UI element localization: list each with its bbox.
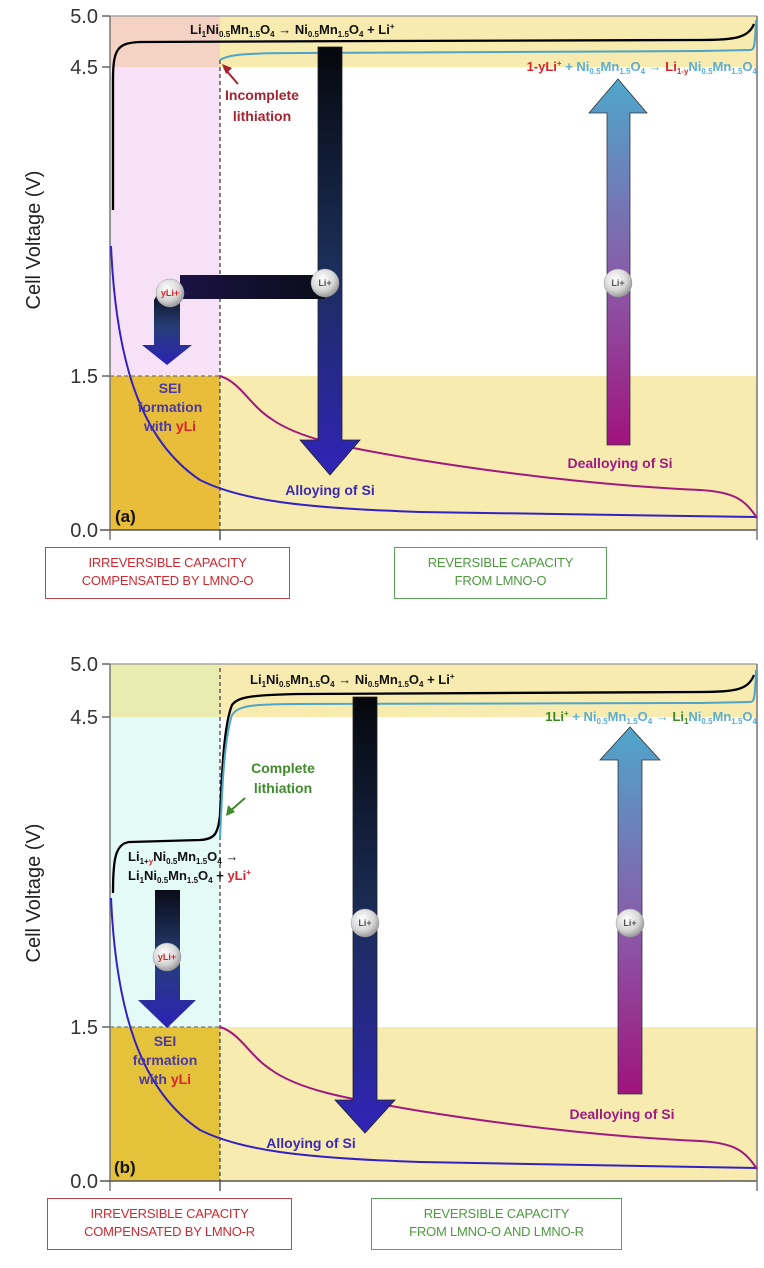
lithiation-label-2: lithiation [254, 780, 312, 796]
lithiation-arrow-head [226, 805, 235, 816]
region-irreversible-high [110, 664, 220, 717]
y-axis-label: Cell Voltage (V) [23, 824, 45, 963]
badge-li-alloy: Li+ [350, 908, 380, 938]
reversible-capacity-line1: REVERSIBLE CAPACITY [427, 555, 574, 570]
dealloying-label: Dealloying of Si [567, 455, 672, 471]
irreversible-capacity-line1: IRREVERSIBLE CAPACITY [90, 1206, 249, 1221]
region-irreversible-low [110, 1027, 220, 1181]
badge-li-alloy: Li+ [310, 268, 340, 298]
sei-label-2: formation [133, 1052, 198, 1068]
reversible-capacity-box-a: REVERSIBLE CAPACITY FROM LMNO-O [394, 547, 607, 599]
yli-connector [180, 275, 325, 299]
equation-bottom: 1Li+ + Ni0.5Mn1.5O4 → Li1Ni0.5Mn1.5O4 [545, 709, 757, 726]
panel-a: 5.0 4.5 1.5 0.0 Cell Voltage (V) Li1Ni0.… [23, 6, 758, 542]
y-tick-label-5: 5.0 [70, 6, 98, 28]
reversible-capacity-line1: REVERSIBLE CAPACITY [423, 1206, 570, 1221]
curve-lmno-charge [111, 23, 756, 210]
irreversible-capacity-box-a: IRREVERSIBLE CAPACITY COMPENSATED BY LMN… [45, 547, 290, 599]
region-reversible-low [220, 1027, 757, 1181]
equation-top: Li1Ni0.5Mn1.5O4 → Ni0.5Mn1.5O4 + Li+ [250, 672, 455, 689]
svg-text:Li+: Li+ [611, 278, 624, 288]
y-tick-label-1.5: 1.5 [70, 1017, 98, 1039]
region-irreversible-low [110, 376, 220, 530]
y-tick-label-5: 5.0 [70, 654, 98, 676]
irreversible-capacity-line2: COMPENSATED BY LMNO-R [84, 1224, 255, 1239]
region-reversible-high [220, 664, 757, 717]
svg-text:Li+: Li+ [358, 918, 371, 928]
region-reversible-low [220, 376, 757, 530]
reversible-capacity-line2: FROM LMNO-O AND LMNO-R [409, 1224, 584, 1239]
reversible-capacity-line2: FROM LMNO-O [454, 573, 547, 588]
equation-plateau-1: Li1+yNi0.5Mn1.5O4 → [128, 849, 238, 866]
svg-text:yLi+: yLi+ [158, 952, 176, 962]
irreversible-capacity-box-b: IRREVERSIBLE CAPACITY COMPENSATED BY LMN… [47, 1198, 292, 1250]
lithiation-label-2: lithiation [233, 108, 291, 124]
y-tick-label-0: 0.0 [70, 1171, 98, 1193]
curve-si-delithiation [219, 1026, 758, 1170]
panel-label: (a) [115, 507, 136, 526]
sei-label-1: SEI [154, 1033, 177, 1049]
badge-li-dealloy: Li+ [603, 268, 633, 298]
sei-label-1: SEI [159, 380, 182, 396]
irreversible-capacity-line1: IRREVERSIBLE CAPACITY [88, 555, 247, 570]
curve-si-delithiation [219, 375, 758, 519]
sei-arrow [142, 290, 192, 365]
y-tick-label-4.5: 4.5 [70, 57, 98, 79]
sei-label-2: formation [138, 399, 203, 415]
reversible-capacity-box-b: REVERSIBLE CAPACITY FROM LMNO-O AND LMNO… [371, 1198, 622, 1250]
dealloying-label: Dealloying of Si [569, 1106, 674, 1122]
equation-plateau-2: Li1Ni0.5Mn1.5O4 + yLi+ [128, 868, 251, 885]
svg-text:Li+: Li+ [623, 918, 636, 928]
badge-yli: yLi+ [152, 942, 182, 972]
sei-label-3: with yLi [143, 418, 196, 434]
lithiation-label-1: Complete [251, 760, 315, 776]
dealloying-arrow [588, 78, 648, 446]
alloying-label: Alloying of Si [285, 482, 374, 498]
alloying-arrow [299, 46, 361, 476]
equation-top: Li1Ni0.5Mn1.5O4 → Ni0.5Mn1.5O4 + Li+ [190, 22, 395, 39]
y-axis-label: Cell Voltage (V) [23, 171, 45, 310]
curve-si-lithiation [110, 897, 758, 1169]
alloying-label: Alloying of Si [266, 1135, 355, 1151]
curve-si-lithiation [110, 245, 758, 518]
panel-b: 5.0 4.5 1.5 0.0 Cell Voltage (V) Li1Ni0.… [23, 654, 758, 1193]
panel-label: (b) [114, 1158, 136, 1177]
lithiation-arrow-head [222, 64, 232, 74]
badge-yli: yLi+ [155, 278, 185, 308]
curve-lmno-discharge [219, 669, 757, 841]
lithiation-label-1: Incomplete [225, 87, 299, 103]
svg-text:yLi+: yLi+ [161, 288, 179, 298]
irreversible-capacity-line2: COMPENSATED BY LMNO-O [81, 573, 254, 588]
y-tick-label-1.5: 1.5 [70, 366, 98, 388]
sei-label-3: with yLi [138, 1071, 191, 1087]
y-tick-label-0: 0.0 [70, 520, 98, 542]
curve-lmno-discharge [219, 19, 757, 61]
curve-lmno-charge [111, 674, 756, 894]
y-tick-label-4.5: 4.5 [70, 707, 98, 729]
svg-text:Li+: Li+ [318, 278, 331, 288]
badge-li-dealloy: Li+ [615, 908, 645, 938]
equation-bottom: 1-yLi+ + Ni0.5Mn1.5O4 → Li1-yNi0.5Mn1.5O… [527, 59, 758, 76]
